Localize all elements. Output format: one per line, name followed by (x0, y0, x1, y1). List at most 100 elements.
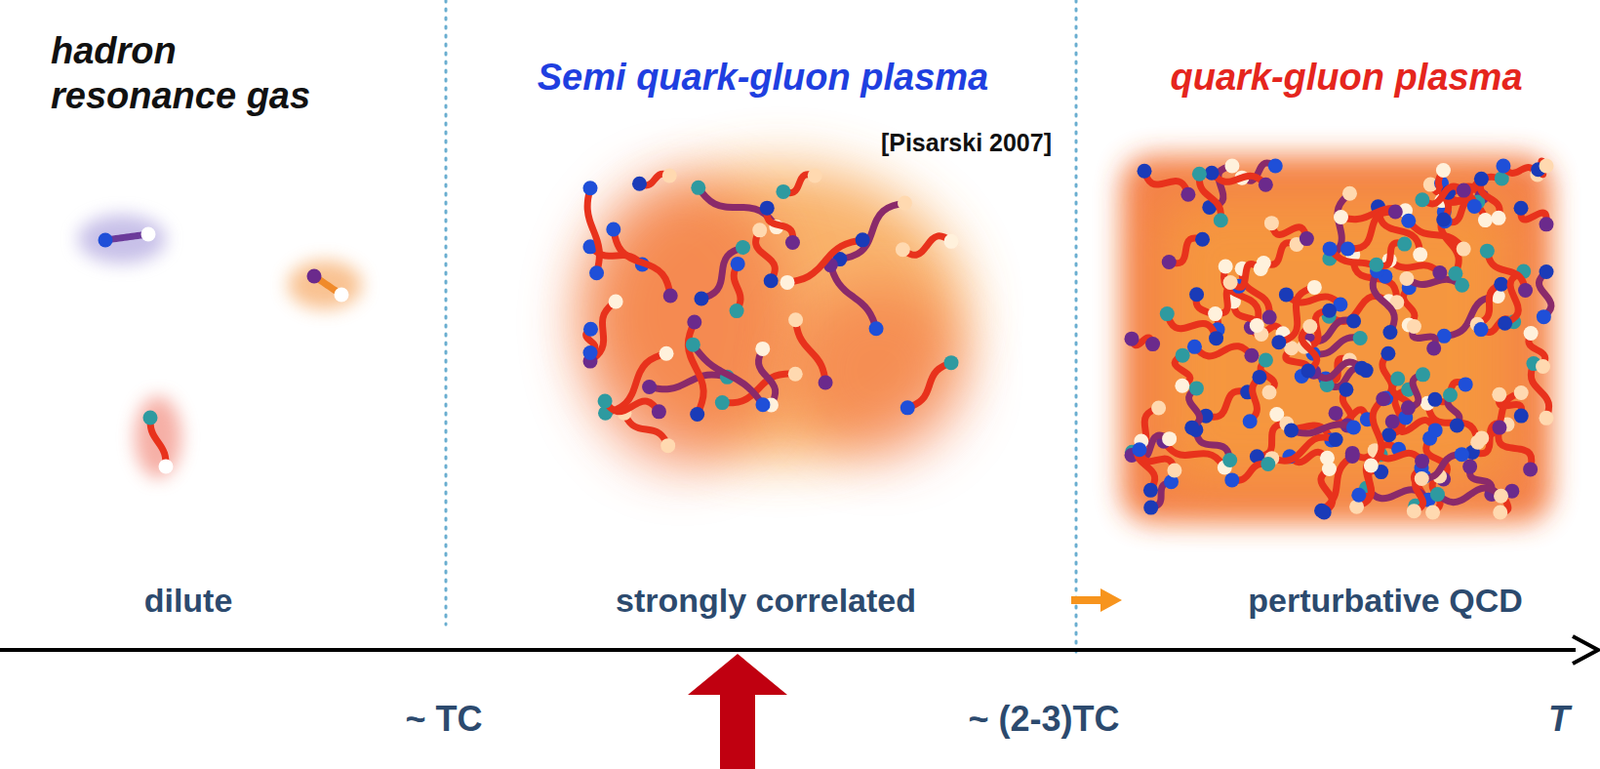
text-slot: ~ TC (404, 697, 482, 740)
quark-dot (1436, 212, 1451, 228)
text-slot: [Pisarski 2007] (880, 127, 1052, 158)
quark-dot (583, 180, 599, 196)
gluon-string (605, 353, 667, 413)
quark-dot (1382, 324, 1398, 340)
quark-dot (1493, 488, 1509, 504)
quark-dot (1195, 232, 1210, 247)
quark-dot (1474, 171, 1489, 187)
quark-dot (1493, 277, 1509, 292)
temperature-mark: ~ TC (404, 697, 482, 740)
quark-dot (1300, 363, 1316, 379)
quark-dot (307, 269, 322, 284)
hadron-phase-band: hadron resonance gas dilute (0, 0, 446, 654)
quark-dot (807, 168, 823, 184)
quark-dot (663, 288, 679, 304)
quark-dot (1447, 266, 1463, 281)
phase-heading: Semi quark-gluon plasma (537, 55, 989, 101)
quark-dot (1262, 384, 1278, 400)
text-slot: quark-gluon plasma (1169, 55, 1522, 101)
quark-dot (1536, 309, 1552, 324)
phase-property: perturbative QCD (1247, 580, 1523, 621)
text-slot: dilute (144, 580, 234, 621)
quark-dot (1458, 376, 1474, 392)
quark-dot (1456, 183, 1472, 199)
gluon-string (692, 344, 763, 405)
quark-dot (1124, 331, 1140, 347)
transition-arrow (1071, 588, 1122, 612)
quark-dot (1514, 408, 1529, 424)
gluon-string (1166, 314, 1216, 339)
quark-dot (1518, 282, 1533, 298)
quark-dot (780, 275, 796, 290)
text-slot: ~ (2-3)TC (967, 697, 1120, 740)
quark-dot (1251, 369, 1267, 385)
quark-dot (689, 406, 705, 422)
gluon-string (604, 400, 659, 412)
quark-dot (662, 168, 678, 184)
quark-dot (1283, 423, 1299, 439)
quark-dot (1189, 286, 1204, 302)
quark-dot (760, 200, 775, 216)
semi-qgp-band: Semi quark-gluon plasma [Pisarski 2007] st… (445, 0, 1077, 654)
divider-line (444, 0, 448, 625)
quark-dot (1474, 321, 1489, 337)
quark-dot (1302, 319, 1318, 334)
quark-dot (1491, 387, 1507, 402)
quark-dot (1299, 231, 1315, 246)
arrow-shaft (1071, 596, 1105, 604)
phase-property: dilute (144, 580, 234, 621)
quark-dot (1514, 200, 1529, 216)
quark-dot (1427, 392, 1442, 407)
quark-dot (1151, 400, 1166, 416)
quark-dot (897, 195, 913, 210)
quark-dot (1243, 348, 1259, 363)
quark-dot (1442, 387, 1458, 402)
text-slot: hadron resonance gas (50, 29, 363, 119)
quark-dot (1539, 410, 1555, 426)
quark-dot (1385, 414, 1400, 430)
quark-dot (686, 314, 702, 329)
quark-dot (605, 221, 621, 237)
quark-dot (1328, 405, 1344, 421)
quark-dot (775, 184, 791, 200)
quark-dot (1368, 257, 1384, 273)
quark-dot (715, 395, 730, 410)
gluon-string (1486, 250, 1525, 290)
quark-dot (1189, 380, 1204, 396)
phase-property: strongly correlated (615, 580, 917, 621)
quark-dot (1397, 237, 1412, 252)
quark-dot (1271, 334, 1286, 350)
arrow-head (1100, 588, 1122, 612)
quark-dot (735, 240, 751, 255)
quark-dot (944, 355, 960, 370)
qgp-phase-band: quark-gluon plasma perturbative QCD (1076, 0, 1600, 654)
quark-dot (1242, 413, 1258, 429)
axis-arrowhead (1572, 636, 1599, 664)
text-slot: T (1548, 697, 1570, 740)
quark-dot (755, 397, 770, 412)
quark-dot (1207, 306, 1223, 321)
quark-dot (1180, 187, 1196, 202)
quark-dot (1187, 339, 1202, 355)
quark-dot (752, 222, 767, 238)
quark-dot (598, 394, 613, 409)
quark-dot (1539, 216, 1555, 232)
quark-dot (1224, 472, 1240, 487)
axis-line (0, 647, 1576, 652)
gluon-string (1199, 173, 1221, 221)
quark-dot (1260, 456, 1276, 472)
quark-dot (1268, 159, 1283, 174)
quark-dot (1467, 199, 1482, 214)
quark-dot (1321, 303, 1337, 319)
quark-dot (944, 234, 960, 249)
text-slot: perturbative QCD (1247, 580, 1523, 621)
gluon-string (1498, 427, 1532, 470)
quark-dot (693, 291, 709, 307)
gluon-string (830, 265, 877, 329)
gluon-string (1272, 437, 1336, 461)
quark-dot (1333, 209, 1349, 225)
quark-dot (690, 180, 706, 196)
gluon-string (1370, 399, 1383, 466)
quark-dot (1380, 346, 1396, 361)
